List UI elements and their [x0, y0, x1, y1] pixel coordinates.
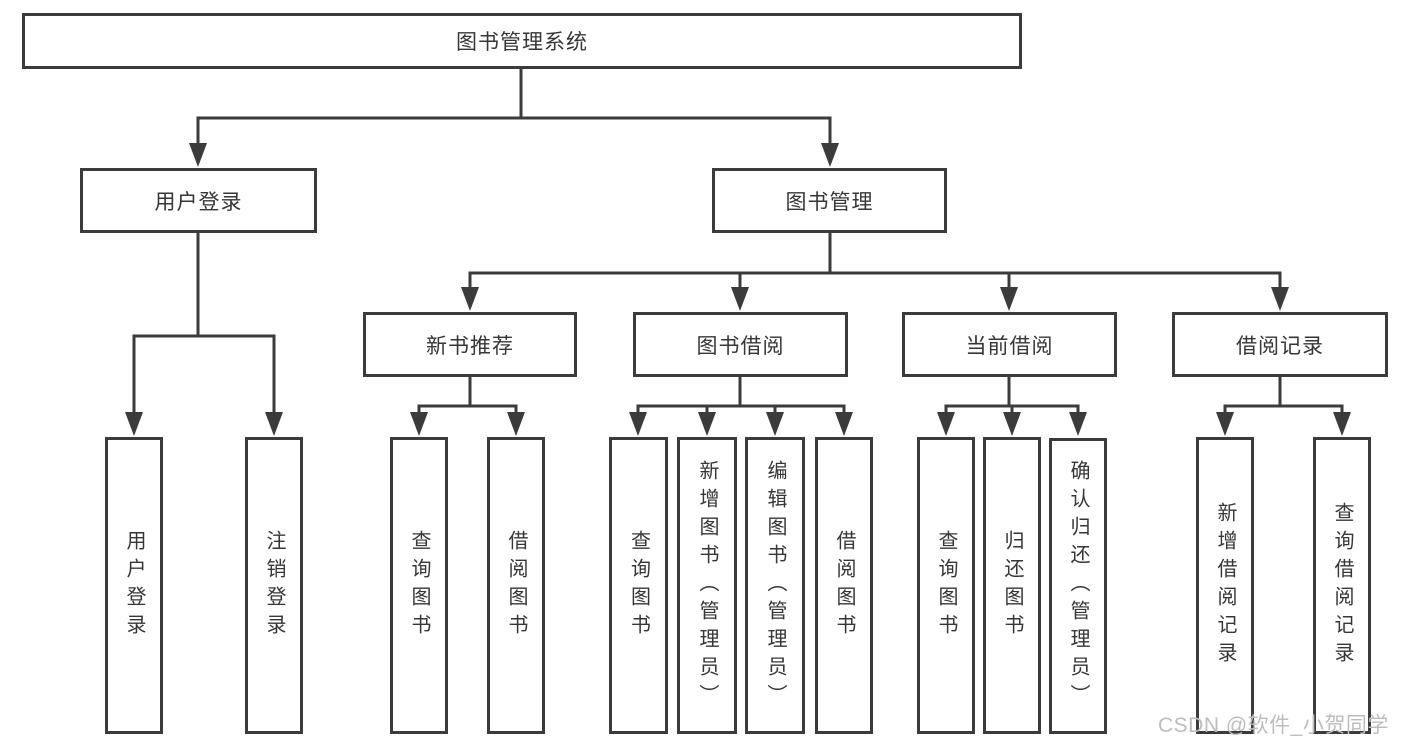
node-book-borrowing: 图书借阅	[633, 312, 848, 377]
node-leaf-add-books-admin: 新增图书（管理员）	[677, 437, 737, 734]
node-leaf-borrow-books-1-label: 借阅图书	[505, 529, 527, 642]
node-leaf-add-books-admin-label: 新增图书（管理员）	[696, 459, 718, 712]
node-leaf-logout-label: 注销登录	[263, 529, 285, 642]
node-borrowing-records: 借阅记录	[1172, 312, 1388, 377]
node-leaf-query-books-2-label: 查询图书	[627, 529, 650, 642]
node-leaf-user-login: 用户登录	[105, 437, 163, 734]
node-current-borrowing: 当前借阅	[902, 312, 1117, 377]
node-leaf-edit-books-admin-label: 编辑图书（管理员）	[764, 459, 786, 712]
csdn-watermark: CSDN @软件_小贺同学	[1158, 714, 1389, 737]
node-leaf-query-books-3-label: 查询图书	[935, 529, 957, 642]
node-leaf-user-login-label: 用户登录	[123, 529, 145, 642]
node-leaf-confirm-return-admin-label: 确认归还（管理员）	[1067, 460, 1089, 712]
node-leaf-borrow-books-1: 借阅图书	[487, 437, 545, 734]
node-leaf-return-books-label: 归还图书	[1001, 529, 1023, 642]
node-book-management: 图书管理	[712, 168, 947, 233]
node-leaf-query-books-2: 查询图书	[609, 437, 668, 734]
node-leaf-return-books: 归还图书	[983, 437, 1041, 734]
node-leaf-add-borrow-record-label: 新增借阅记录	[1214, 501, 1236, 670]
node-leaf-borrow-books-2-label: 借阅图书	[833, 529, 855, 642]
node-leaf-query-books-1-label: 查询图书	[408, 529, 430, 642]
node-leaf-query-books-3: 查询图书	[917, 437, 975, 734]
node-leaf-query-borrow-record-label: 查询借阅记录	[1331, 501, 1353, 670]
node-leaf-borrow-books-2: 借阅图书	[815, 437, 873, 734]
node-leaf-edit-books-admin: 编辑图书（管理员）	[745, 437, 805, 734]
node-leaf-query-books-1: 查询图书	[390, 437, 448, 734]
node-library-management-system: 图书管理系统	[22, 13, 1022, 69]
node-leaf-logout: 注销登录	[245, 437, 303, 734]
node-leaf-confirm-return-admin: 确认归还（管理员）	[1049, 438, 1107, 734]
node-new-book-recommendation: 新书推荐	[363, 312, 577, 377]
node-leaf-query-borrow-record: 查询借阅记录	[1313, 437, 1371, 734]
node-user-login-group: 用户登录	[80, 168, 317, 233]
node-leaf-add-borrow-record: 新增借阅记录	[1196, 437, 1254, 734]
